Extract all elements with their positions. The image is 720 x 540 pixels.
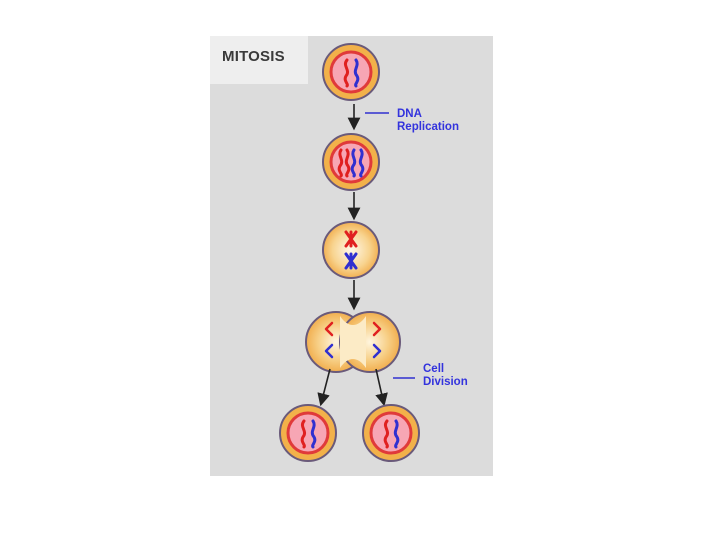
chromosome-blue-3 [344,252,358,270]
chromosome-red-2 [344,148,351,178]
cell-division-label-line1: Cell [423,363,445,375]
cell-stage-2 [322,133,380,191]
chromosome-blue-left [324,343,334,359]
daughter-cell-left [279,404,337,462]
chromosome-blue-2 [358,148,365,178]
chromosome-blue-1 [353,58,360,88]
cell-stage-3 [322,221,380,279]
chromosome-red-1 [343,58,350,88]
cell-stage-1 [322,43,380,101]
dna-replication-label-line1: DNA [397,108,422,120]
chromosome-blue-right [372,343,382,359]
nucleus-2 [329,140,373,184]
chromosome-red-3 [344,230,358,248]
daughter-cell-right [362,404,420,462]
arrow-left [317,368,331,407]
arrow-right [375,368,388,407]
mitosis-figure: MITOSIS [210,36,493,476]
cell-stage-4 [305,311,401,373]
nucleus-1 [329,50,373,94]
cell-division-label-line2: Division [423,376,468,388]
mitosis-diagram [279,43,420,462]
chromosome-red-left [324,321,334,337]
dna-replication-label-line2: Replication [397,121,459,133]
chromosome-red-right [372,321,382,337]
figure-title: MITOSIS [222,48,285,65]
title-panel: MITOSIS [210,36,308,84]
